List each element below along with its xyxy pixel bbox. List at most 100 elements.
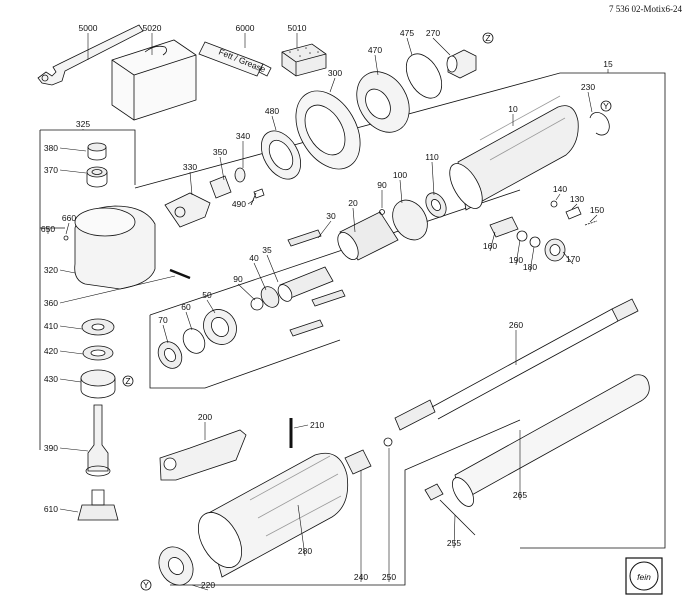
part-label-470: 470 <box>368 45 382 55</box>
marker-z-left-label: Z <box>125 376 130 386</box>
leader-line-130 <box>571 203 578 210</box>
spindle-part-390 <box>85 404 111 477</box>
part-label-325: 325 <box>76 119 90 129</box>
bearing-part-410 <box>81 318 115 336</box>
o-ring-part-190 <box>516 230 528 242</box>
leader-line-380 <box>59 147 87 152</box>
case-part-5020 <box>111 39 197 121</box>
nut-part-430 <box>80 369 116 399</box>
leader-line-210 <box>293 424 309 429</box>
circlip-part-230 <box>589 112 610 136</box>
leader-line-255 <box>453 514 456 549</box>
part-label-370: 370 <box>44 165 58 175</box>
part-label-360: 360 <box>44 298 58 308</box>
marker-y-bottom: Y <box>140 579 152 591</box>
marker-y-right: Y <box>600 100 612 112</box>
leader-line-410 <box>59 325 83 330</box>
leader-line-280 <box>297 504 306 557</box>
part-label-90: 90 <box>233 274 243 284</box>
leader-line-320 <box>59 269 76 274</box>
nut-part-170 <box>544 238 566 262</box>
part-label-140: 140 <box>553 184 567 194</box>
fein-logo-text: fein <box>637 572 651 582</box>
part-label-90: 90 <box>377 180 387 190</box>
part-label-190: 190 <box>509 255 523 265</box>
part-label-5000: 5000 <box>79 23 98 33</box>
washer-part-60 <box>182 328 206 354</box>
o-ring-part-475 <box>405 53 443 99</box>
leader-line-370 <box>59 169 87 174</box>
bearing-part-420 <box>82 345 114 361</box>
rotor-shaft-part-35 <box>277 266 334 302</box>
brush-block-part-5010 <box>281 43 327 77</box>
leader-lines <box>47 33 609 591</box>
cap-part-380 <box>87 142 107 161</box>
part-label-390: 390 <box>44 443 58 453</box>
part-label-350: 350 <box>213 147 227 157</box>
lever-part-330 <box>164 192 211 228</box>
leader-line-350 <box>219 156 225 181</box>
part-label-150: 150 <box>590 205 604 215</box>
part-label-340: 340 <box>236 131 250 141</box>
part-label-650: 650 <box>41 224 55 234</box>
part-label-210: 210 <box>310 420 324 430</box>
housing-part-10 <box>449 95 579 211</box>
leader-line-490 <box>247 199 255 205</box>
valve-part-130 <box>565 206 582 220</box>
part-label-320: 320 <box>44 265 58 275</box>
part-label-380: 380 <box>44 143 58 153</box>
part-label-200: 200 <box>198 412 212 422</box>
leader-line-220 <box>191 584 209 591</box>
part-label-280: 280 <box>298 546 312 556</box>
pin-part-90 <box>379 209 385 215</box>
part-label-130: 130 <box>570 194 584 204</box>
leader-line-110 <box>431 161 435 196</box>
part-label-70: 70 <box>158 315 168 325</box>
leader-line-230 <box>587 91 593 113</box>
ball-part-140 <box>550 200 558 208</box>
sleeve-part-265 <box>452 374 650 507</box>
part-label-255: 255 <box>447 538 461 548</box>
strap-part-255 <box>424 483 476 536</box>
washer-part-250 <box>383 437 393 447</box>
bearing-part-70 <box>157 341 183 369</box>
part-label-35: 35 <box>262 245 272 255</box>
group-frame-bottom <box>170 419 521 586</box>
part-label-30: 30 <box>326 211 336 221</box>
cylinder-part-100 <box>392 199 428 241</box>
group-frame-325 <box>40 129 136 185</box>
part-label-6000: 6000 <box>236 23 255 33</box>
leader-line-475 <box>406 37 413 56</box>
part-label-230: 230 <box>581 82 595 92</box>
part-label-240: 240 <box>354 572 368 582</box>
leader-line-470 <box>374 54 379 76</box>
leader-line-610 <box>59 508 79 513</box>
part-label-475: 475 <box>400 28 414 38</box>
leader-line-150 <box>589 214 598 223</box>
leader-line-20 <box>352 207 356 233</box>
part-label-660: 660 <box>62 213 76 223</box>
leader-line-300 <box>329 77 336 93</box>
key-part-360 <box>169 268 191 280</box>
leader-line-100 <box>399 179 403 204</box>
leader-line-270 <box>432 37 451 56</box>
part-label-50: 50 <box>202 290 212 300</box>
part-label-20: 20 <box>348 198 358 208</box>
tool-part-200 <box>159 429 247 481</box>
nozzle-part-220 <box>158 546 194 586</box>
leader-line-360 <box>59 275 176 304</box>
part-label-430: 430 <box>44 374 58 384</box>
part-label-100: 100 <box>393 170 407 180</box>
part-label-330: 330 <box>183 162 197 172</box>
rotor-part-20 <box>337 211 399 261</box>
pin-part-660 <box>63 235 69 241</box>
leader-line-480 <box>271 115 277 131</box>
vanes-part-30 <box>287 229 346 337</box>
marker-z-top: Z <box>482 32 494 44</box>
leader-line-160 <box>489 231 496 252</box>
marker-y-right-label: Y <box>603 101 609 111</box>
part-label-10: 10 <box>508 104 518 114</box>
leader-line-660 <box>65 222 70 235</box>
part-label-420: 420 <box>44 346 58 356</box>
